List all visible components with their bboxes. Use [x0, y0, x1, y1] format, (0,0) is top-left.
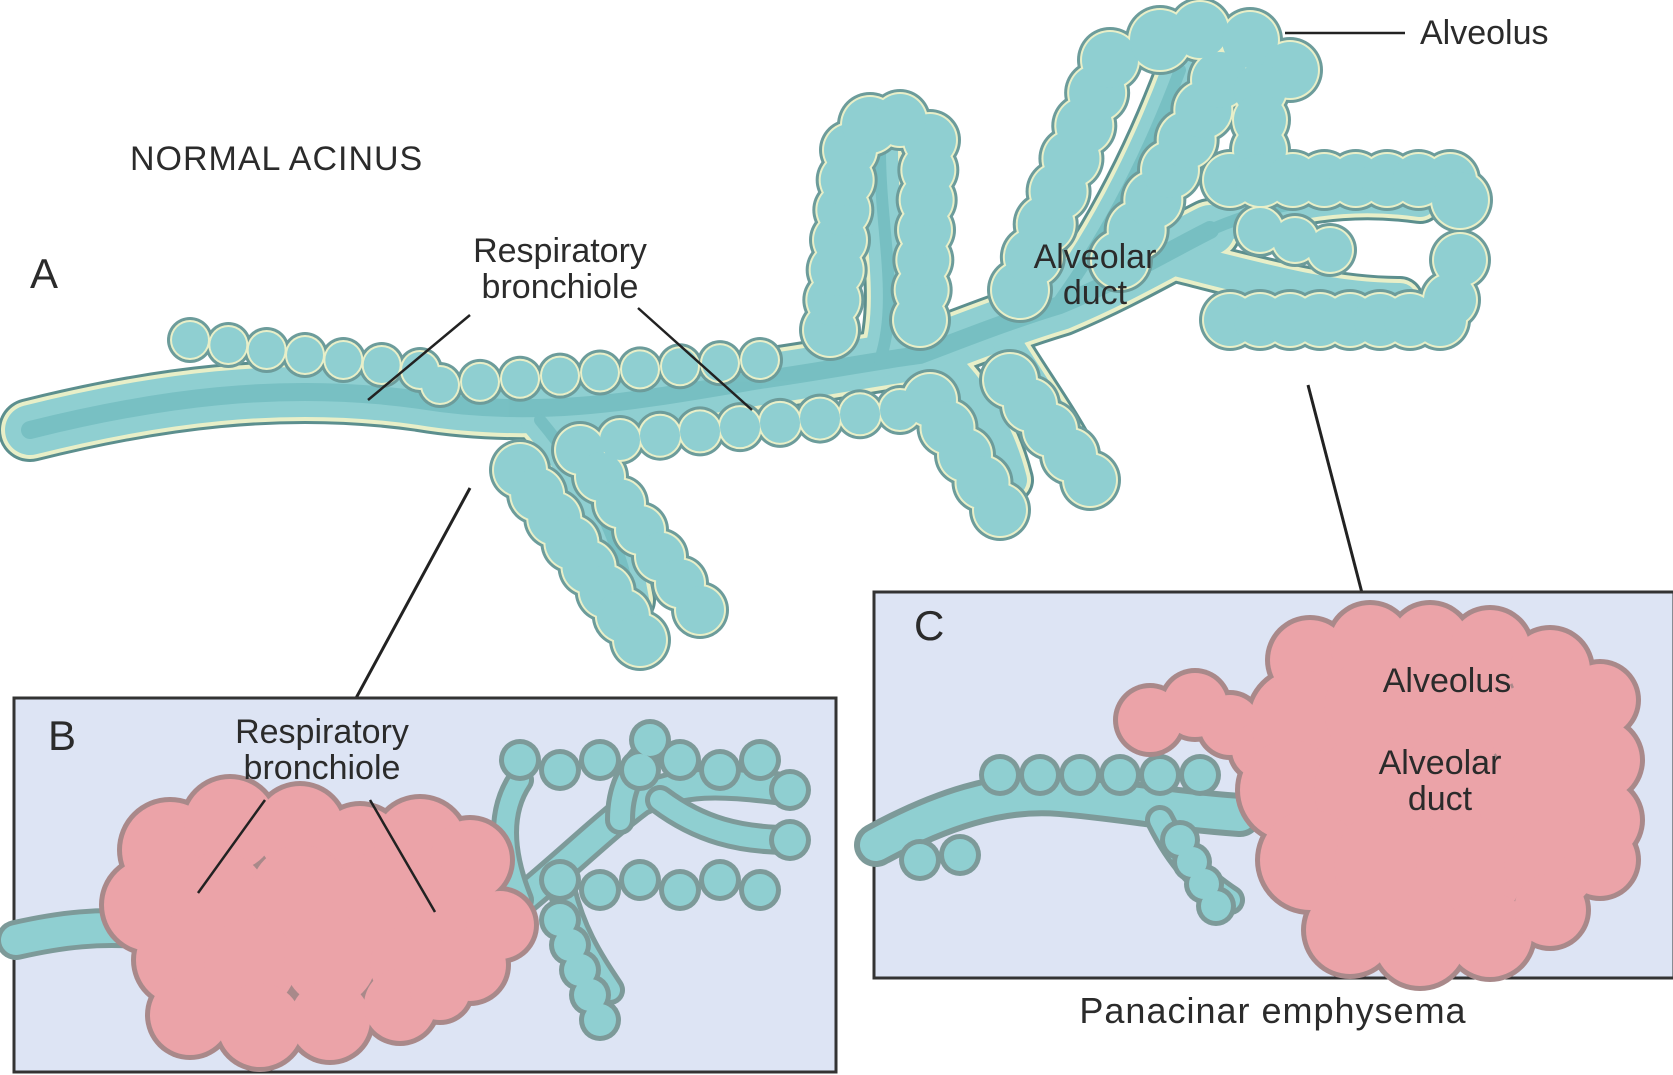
panel-c-caption: Panacinar emphysema — [1079, 990, 1466, 1031]
panel-b-bump — [744, 874, 776, 906]
normal-alveolar-bumps — [167, 0, 1493, 671]
connector-to-b — [355, 488, 470, 700]
alveolus-bump — [760, 403, 800, 443]
alveolus-bump — [502, 361, 538, 397]
panel-b-bump — [634, 724, 666, 756]
panel-b-bump — [584, 744, 616, 776]
panel-b-bump — [774, 774, 806, 806]
panel-b-letter: B — [48, 712, 76, 759]
panel-c-bump — [1104, 759, 1136, 791]
panel-b-bump — [584, 1004, 616, 1036]
alveolus-bump — [974, 484, 1026, 536]
panel-a-resp-bronchiole-line1: Respiratory — [473, 232, 647, 270]
panel-b-bump — [774, 824, 806, 856]
alveolus-bump — [1308, 228, 1352, 272]
panel-c-alveolar-duct-line1: Alveolar — [1379, 744, 1502, 782]
alveolus-bump — [172, 322, 208, 358]
panel-c-bump — [1184, 759, 1216, 791]
panel-c-bump — [904, 844, 936, 876]
alveolus-bump — [720, 407, 760, 447]
panel-a-alveolar-duct-line2: duct — [1063, 274, 1128, 312]
panel-c-alveolus: Alveolus — [1383, 662, 1512, 700]
alveolus-bump — [676, 586, 724, 634]
panel-b-resp-bronchiole-line1: Respiratory — [235, 713, 409, 751]
alveolus-bump — [249, 332, 285, 368]
alveolus-bump — [325, 342, 361, 378]
alveolus-bump — [462, 364, 498, 400]
alveolus-bump — [874, 94, 926, 146]
alveolus-bump — [1064, 454, 1116, 506]
panel-c-bump — [1024, 759, 1056, 791]
panel-b-bump — [584, 874, 616, 906]
panel-b-dilated-space — [218, 983, 302, 1067]
alveolus-bump — [640, 416, 680, 456]
panel-b-bump — [704, 864, 736, 896]
alveolus-bump — [1172, 2, 1228, 58]
panel-a-alveolar-duct-line1: Alveolar — [1034, 238, 1157, 276]
alveolus-bump — [582, 355, 618, 391]
panel-c-letter: C — [914, 602, 944, 649]
panel-c-dilated-sac — [1514, 874, 1586, 946]
alveolus-bump — [1424, 274, 1476, 326]
panel-b-bump — [544, 864, 576, 896]
panel-b-dilated-space — [150, 975, 230, 1055]
panel-b-bump — [664, 874, 696, 906]
panel-b-bump — [624, 864, 656, 896]
panel-b-dilated-space — [410, 960, 470, 1020]
panel-b-bump — [504, 744, 536, 776]
panel-a-resp-bronchiole-line2: bronchiole — [482, 268, 639, 306]
panel-b-bump — [544, 754, 576, 786]
alveolus-bump — [662, 348, 698, 384]
panel-b-bump — [664, 744, 696, 776]
panel-c-bump — [1201, 891, 1231, 921]
alveolus-bump — [614, 614, 666, 666]
panel-c-bump — [1064, 759, 1096, 791]
alveolus-bump — [542, 358, 578, 394]
alveolus-bump — [1432, 172, 1488, 228]
panel-a-letter: A — [30, 250, 58, 297]
panel-b-bump — [704, 754, 736, 786]
panel-b-resp-bronchiole-line2: bronchiole — [244, 749, 401, 787]
panel-c-bump — [944, 839, 976, 871]
panel-b-bump — [744, 744, 776, 776]
alveolus-bump — [287, 337, 323, 373]
alveolus-bump — [840, 394, 880, 434]
panel-a-alveolus: Alveolus — [1420, 14, 1549, 52]
alveolus-bump — [422, 367, 458, 403]
alveolus-bump — [210, 327, 246, 363]
alveolus-bump — [622, 351, 658, 387]
panel-c-bump — [984, 759, 1016, 791]
connector-to-c — [1308, 385, 1362, 593]
panel-a-title: NORMAL ACINUS — [130, 140, 423, 178]
panel-c-alveolar-duct-line2: duct — [1408, 780, 1473, 818]
panel-b-dilated-space — [290, 980, 370, 1060]
alveolus-bump — [742, 342, 778, 378]
panel-c-bump — [1144, 759, 1176, 791]
alveolus-bump — [680, 411, 720, 451]
alveolus-bump — [800, 399, 840, 439]
panel-b-bump — [624, 754, 656, 786]
alveolus-bump — [1082, 32, 1138, 88]
alveolus-bump — [702, 345, 738, 381]
